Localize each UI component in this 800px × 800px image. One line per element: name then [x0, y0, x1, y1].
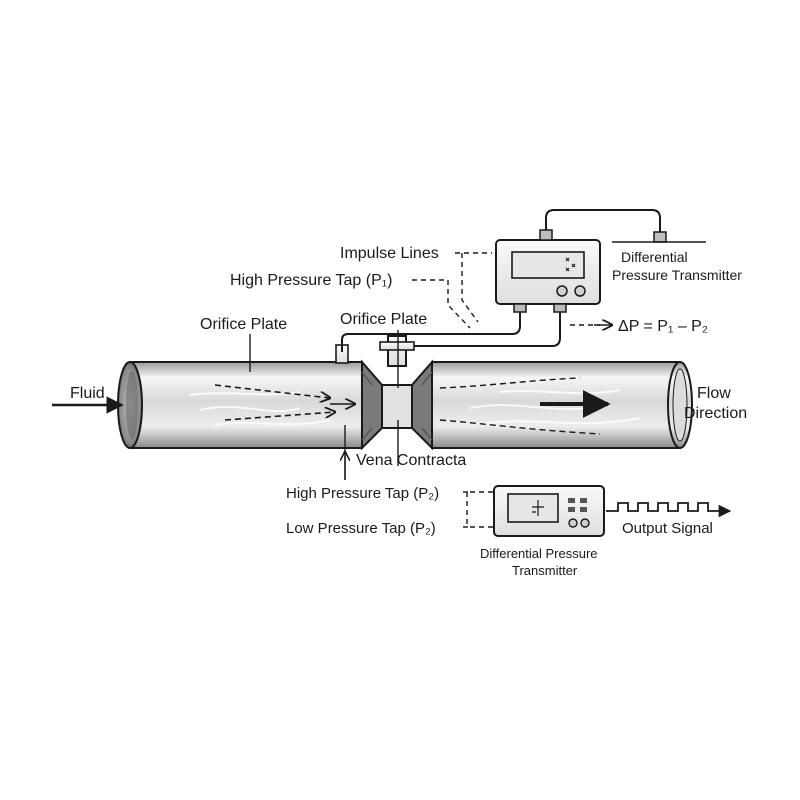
tap-fitting — [335, 335, 415, 367]
direction-label: Direction — [684, 405, 747, 422]
fluid-label: Fluid — [70, 385, 105, 402]
output-signal-label: Output Signal — [622, 520, 713, 537]
high-tap-p2-label: High Pressure Tap (P₂) — [286, 485, 439, 502]
orifice-constriction — [361, 359, 433, 451]
dp-formula-label: ΔP = P₁ – P₂ — [618, 318, 708, 335]
impulse-lines-label: Impulse Lines — [340, 245, 439, 262]
flow-label: Flow — [697, 385, 731, 402]
high-tap-p1-label: High Pressure Tap (P₁) — [230, 272, 393, 289]
vena-contracta-label: Vena Contracta — [356, 452, 466, 469]
flow-streamlines — [214, 377, 601, 435]
orifice-plate-top-label: Orifice Plate — [340, 311, 427, 328]
low-tap-p2-label: Low Pressure Tap (P₂) — [286, 520, 436, 537]
transmitter-bottom-icon — [493, 485, 605, 537]
orifice-plate-left-label: Orifice Plate — [200, 316, 287, 333]
leader-lines — [412, 252, 600, 528]
transmitter-bottom-line2: Transmitter — [512, 563, 578, 578]
transmitter-icon — [495, 229, 706, 313]
transmitter-top-line2: Pressure Transmitter — [612, 267, 742, 283]
pipe — [117, 361, 693, 449]
impulse-lines — [341, 209, 661, 352]
transmitter-bottom-line1: Differential Pressure — [480, 546, 598, 561]
transmitter-top-line1: Differential — [621, 249, 688, 265]
square-wave-icon — [606, 502, 732, 518]
